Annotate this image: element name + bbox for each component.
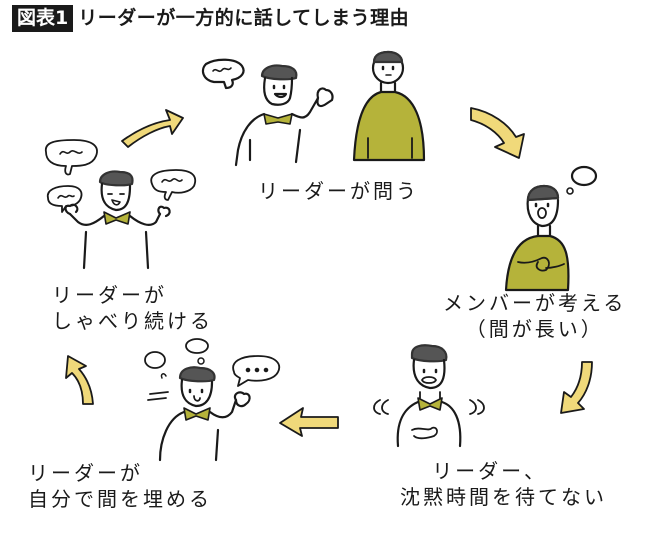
speech-bubble-icon	[150, 169, 197, 201]
arrow-icon-up-right	[121, 109, 184, 148]
member-figure-listening	[352, 50, 426, 162]
step-caption-leader-fills-gap: リーダーが 自分で間を埋める	[28, 461, 212, 511]
leader-chattering-figure	[44, 139, 197, 270]
step-caption-member-thinks: メンバーが考える （間が長い）	[443, 291, 627, 341]
figure-heading: リーダーが一方的に話してしまう理由	[78, 7, 410, 29]
figure-badge: 図表1	[12, 4, 74, 32]
step-caption-leader-keeps-talking: リーダーが しゃべり続ける	[52, 283, 213, 333]
leader-pointing-figure	[201, 58, 334, 167]
thought-bubble-icon	[570, 165, 598, 187]
figure-title: 図表1 リーダーが一方的に話してしまう理由	[12, 4, 409, 32]
arrow-icon-left	[279, 407, 339, 437]
speech-bubble-icon	[201, 58, 245, 90]
member-thinking-figure	[504, 165, 598, 292]
step-caption-leader-cannot-wait: リーダー、 沈黙時間を待てない	[400, 459, 607, 509]
speech-bubble-icon	[46, 185, 83, 213]
arrow-icon-down-left	[560, 361, 593, 414]
arrow-icon-down-right	[470, 107, 525, 159]
speech-bubble-icon	[44, 139, 98, 176]
arrow-icon-up-left	[65, 355, 94, 405]
leader-anxious-figure	[373, 344, 485, 448]
leader-talking-figure	[144, 338, 280, 462]
step-caption-leader-asks: リーダーが問う	[258, 179, 419, 203]
